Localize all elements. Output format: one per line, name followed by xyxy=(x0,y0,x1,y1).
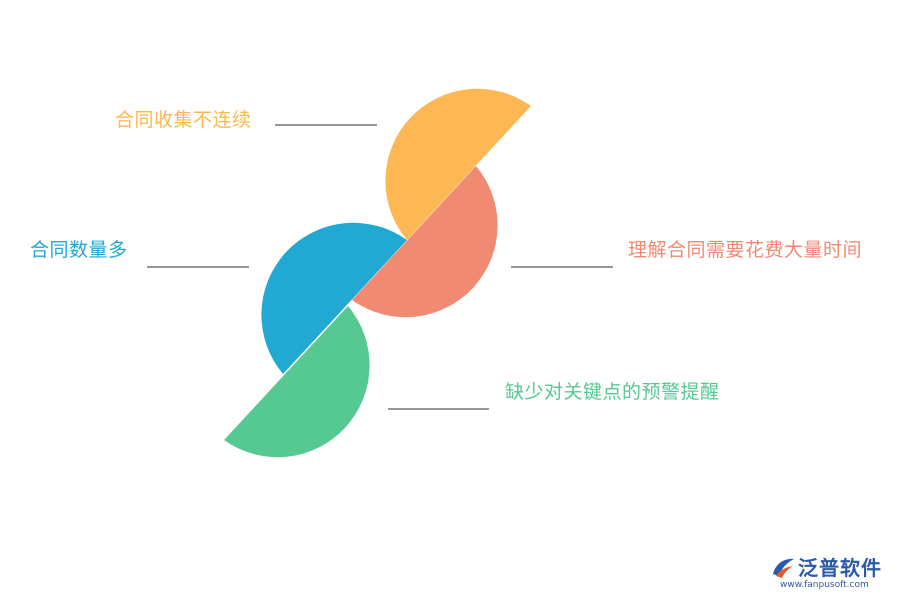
petal-collection-discontinuous xyxy=(385,88,531,240)
logo-url: www.fanpusoft.com xyxy=(780,580,869,590)
brand-logo: 泛普软件 www.fanpusoft.com xyxy=(770,550,892,592)
label-understanding-time: 理解合同需要花费大量时间 xyxy=(628,239,863,261)
logo-name: 泛普软件 xyxy=(798,556,882,580)
petal-missing-alerts xyxy=(224,306,370,458)
petal-understanding-time xyxy=(352,166,498,318)
label-contract-quantity: 合同数量多 xyxy=(30,239,128,261)
petal-contract-quantity xyxy=(261,222,407,374)
label-collection-discontinuous: 合同收集不连续 xyxy=(115,109,252,131)
label-missing-alerts: 缺少对关键点的预警提醒 xyxy=(505,381,720,403)
logo-mark-icon xyxy=(773,558,794,578)
